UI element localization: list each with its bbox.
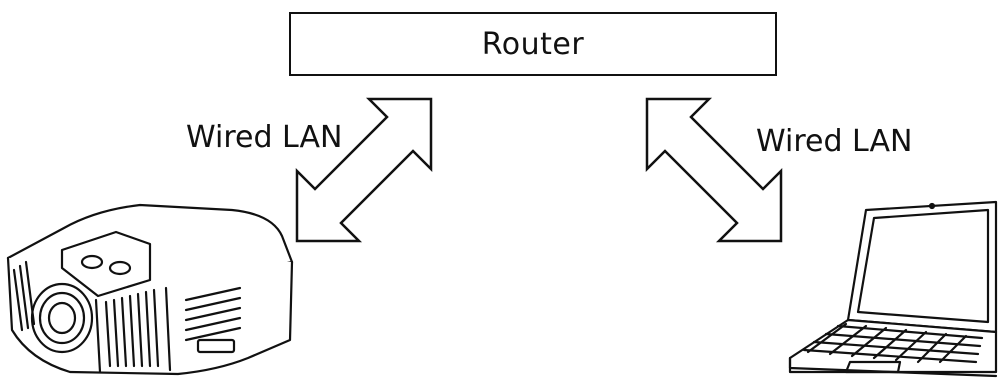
- router-label: Router: [481, 26, 585, 62]
- router-box: Router: [289, 12, 777, 76]
- right-link-label: Wired LAN: [756, 124, 913, 159]
- left-double-arrow-icon: [295, 97, 433, 243]
- right-double-arrow-icon: [645, 97, 783, 243]
- laptop-icon: [788, 200, 998, 378]
- projector-icon: [6, 203, 294, 376]
- left-link-label: Wired LAN: [186, 120, 343, 155]
